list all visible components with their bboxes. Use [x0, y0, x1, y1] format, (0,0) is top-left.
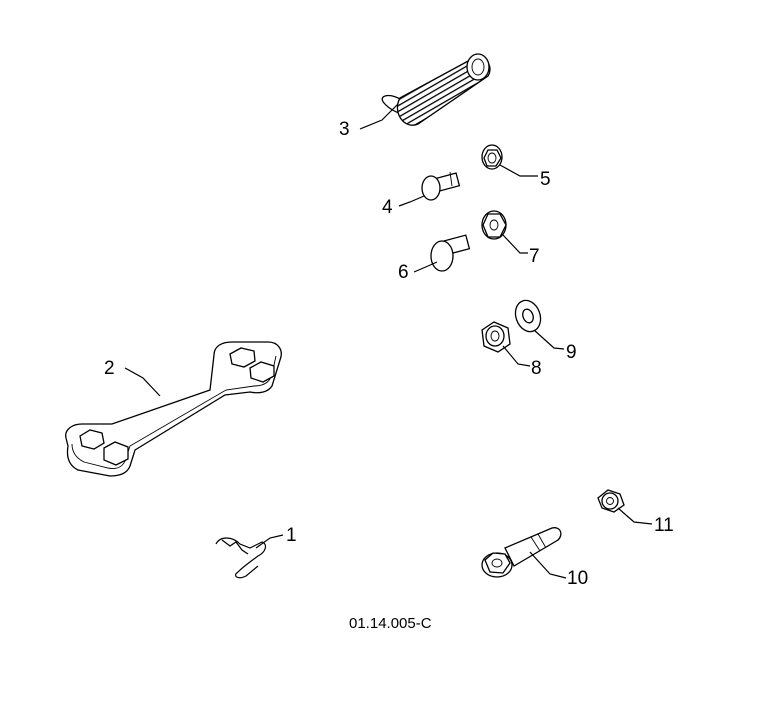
- washer-part-9: [514, 299, 542, 333]
- callout-4: 4: [382, 197, 393, 218]
- hairpin-clip-part-1: [215, 537, 267, 579]
- leader-line-3: [359, 103, 399, 130]
- bolt-part-10: [481, 527, 562, 578]
- leader-line-5: [499, 164, 538, 177]
- leader-line-7: [502, 234, 528, 254]
- leader-line-10: [529, 551, 567, 579]
- callout-11: 11: [654, 515, 674, 536]
- callout-8: 8: [531, 358, 542, 379]
- pin-part-4: [421, 171, 461, 201]
- callout-2: 2: [104, 358, 115, 379]
- callout-9: 9: [566, 342, 577, 363]
- leader-line-1: [255, 534, 284, 549]
- callout-10: 10: [567, 568, 588, 589]
- callout-7: 7: [529, 246, 540, 267]
- link-plate-part-2: [65, 341, 282, 477]
- leader-line-4: [398, 195, 425, 207]
- leader-line-8: [502, 345, 531, 367]
- leader-line-11: [617, 507, 653, 525]
- callout-5: 5: [540, 169, 551, 190]
- nut-part-11: [597, 489, 625, 513]
- nut-part-5: [481, 144, 503, 170]
- callout-6: 6: [398, 262, 409, 283]
- callout-3: 3: [339, 119, 350, 140]
- figure-reference-code: 01.14.005-C: [349, 615, 432, 632]
- spring-part-3: [381, 53, 491, 126]
- nut-part-8: [481, 321, 511, 353]
- pin-part-6: [430, 234, 471, 272]
- leader-line-9: [533, 329, 565, 350]
- leader-line-6: [413, 261, 438, 273]
- leader-line-2: [124, 367, 161, 397]
- callout-1: 1: [286, 525, 297, 546]
- nut-part-7: [481, 210, 507, 240]
